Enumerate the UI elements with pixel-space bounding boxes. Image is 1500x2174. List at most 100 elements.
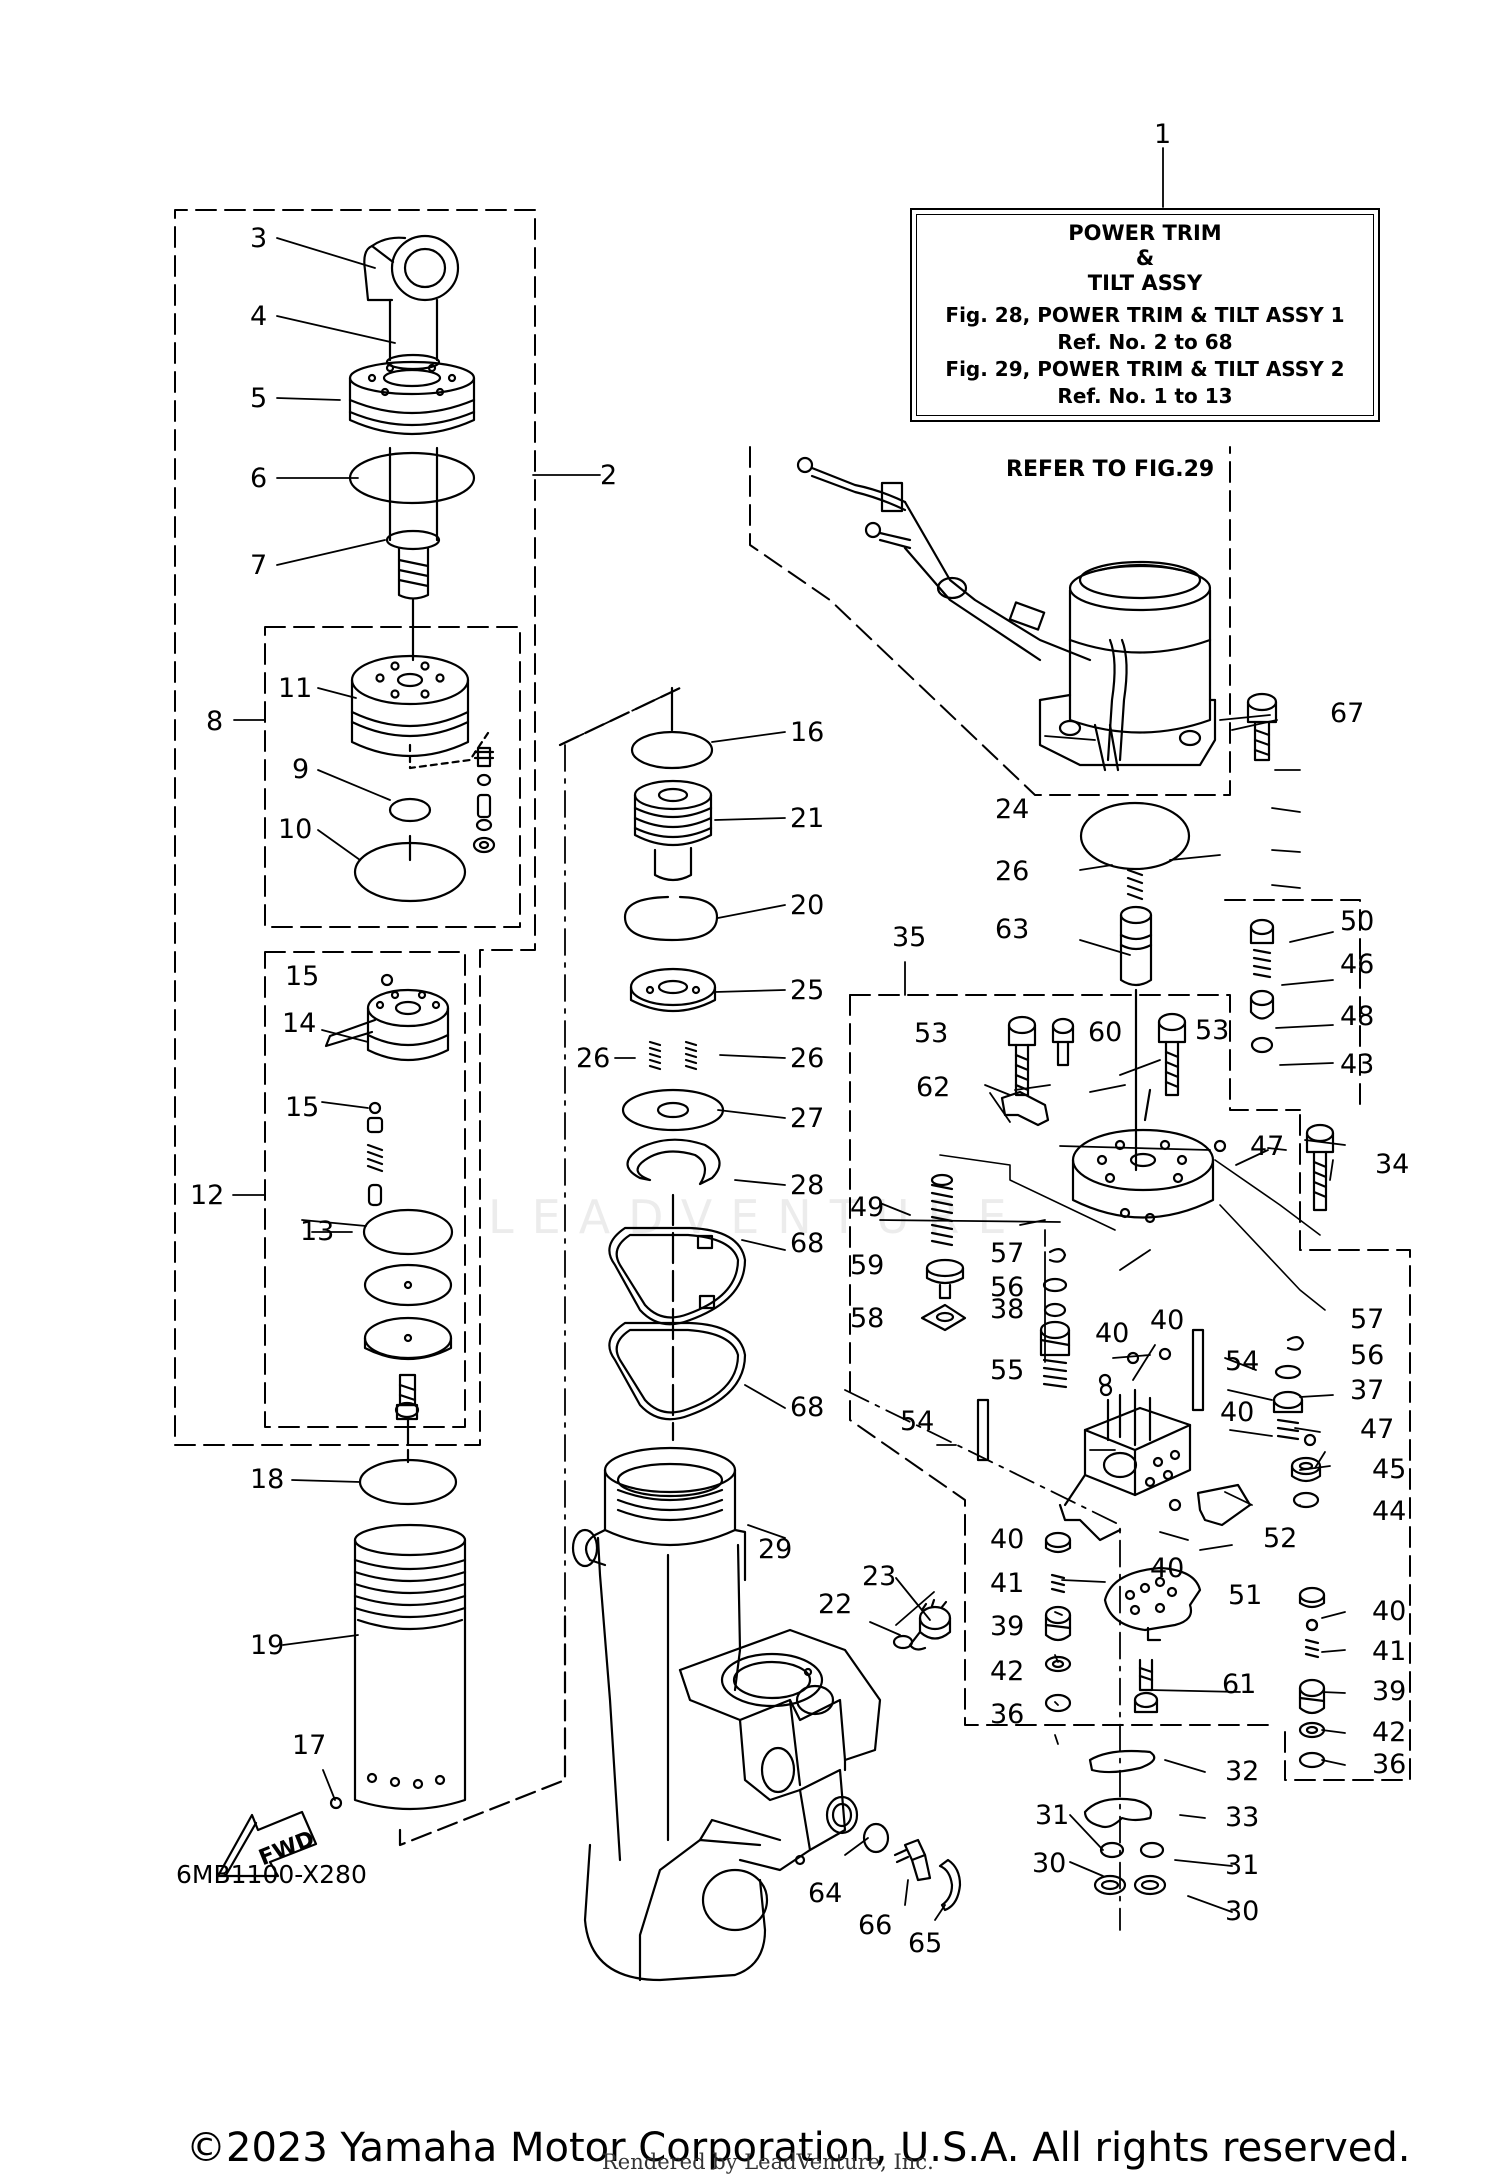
callout-26a: 26 (576, 1043, 610, 1074)
callout-56b: 56 (1350, 1340, 1384, 1371)
fig-line-2: Ref. No. 2 to 68 (1057, 330, 1233, 354)
part-16-oring (630, 730, 714, 770)
part-30-seals (1093, 1874, 1167, 1896)
callout-30a: 30 (1032, 1848, 1066, 1879)
part-57-clip (1048, 1248, 1067, 1263)
callout-25: 25 (790, 975, 824, 1006)
part-66-plug (893, 1838, 932, 1882)
part-19-cylinder (353, 1523, 467, 1811)
refer-to-fig-label: REFER TO FIG.29 (1006, 457, 1215, 482)
callout-27: 27 (790, 1103, 824, 1134)
callout-28: 28 (790, 1170, 824, 1201)
callout-13: 13 (300, 1216, 334, 1247)
callout-39b: 39 (1372, 1676, 1406, 1707)
assembly-info-box: POWER TRIM & TILT ASSY Fig. 28, POWER TR… (910, 208, 1380, 422)
part-54-pin-right (1191, 1328, 1205, 1412)
group-12-disc-1 (363, 1263, 453, 1307)
callout-54a: 54 (1225, 1346, 1259, 1377)
part-4-rod (385, 298, 441, 371)
part-11-piston (350, 654, 492, 770)
part-24-oring (1079, 801, 1191, 871)
callout-20: 20 (790, 890, 824, 921)
group-8-box (264, 626, 521, 928)
assembly-title-line-3: TILT ASSY (1087, 271, 1203, 295)
callout-66: 66 (858, 1910, 892, 1941)
motor-group-box (749, 446, 1231, 796)
part-25-seat (629, 967, 717, 1013)
callout-30b: 30 (1225, 1896, 1259, 1927)
callout-34: 34 (1375, 1149, 1409, 1180)
part-3-eye (363, 234, 460, 302)
callout-67: 67 (1330, 698, 1364, 729)
part-34-bolt (1305, 1123, 1335, 1212)
fig-line-4: Ref. No. 1 to 13 (1057, 384, 1233, 408)
part-51-plate (1103, 1566, 1202, 1642)
part-49-spring (930, 1173, 954, 1247)
callout-57a: 57 (990, 1238, 1024, 1269)
callout-11: 11 (278, 673, 312, 704)
group-35-box (849, 994, 1301, 1111)
part-33-gasket (1083, 1797, 1153, 1829)
part-13-oring (362, 1208, 454, 1256)
part-20-snap-ring (623, 895, 719, 942)
right-valve-stack (1272, 1336, 1326, 1769)
part-52-gasket (1196, 1483, 1252, 1527)
part-17-ball (329, 1796, 343, 1810)
fwd-arrow-icon (216, 1810, 318, 1878)
callout-21: 21 (790, 803, 824, 834)
valve-body-lower (1083, 1388, 1192, 1497)
part-55-valve (1039, 1320, 1071, 1389)
callout-22: 22 (818, 1589, 852, 1620)
callout-40d: 40 (990, 1524, 1024, 1555)
callout-23: 23 (862, 1561, 896, 1592)
part-56-washer (1042, 1277, 1068, 1293)
part-67-bolt (1246, 692, 1278, 762)
callout-2: 2 (600, 460, 617, 491)
callout-57b: 57 (1350, 1304, 1384, 1335)
callout-10: 10 (278, 814, 312, 845)
callout-35: 35 (892, 922, 926, 953)
part-63-shuttle (1119, 905, 1153, 987)
part-14-piston-lower (324, 973, 450, 1207)
callout-31a: 31 (1035, 1800, 1069, 1831)
callout-52: 52 (1263, 1523, 1297, 1554)
callout-50: 50 (1340, 906, 1374, 937)
part-61-bolt (1133, 1658, 1159, 1714)
callout-59: 59 (850, 1250, 884, 1281)
callout-40a: 40 (1095, 1318, 1129, 1349)
part-22-oring (892, 1634, 914, 1650)
callout-18: 18 (250, 1464, 284, 1495)
callout-14: 14 (282, 1008, 316, 1039)
part-32-strainer (1088, 1749, 1156, 1774)
callout-65: 65 (908, 1928, 942, 1959)
part-26-spring-upper (1126, 868, 1144, 901)
rendered-by-notice: Rendered by LeadVenture, Inc. (602, 2150, 934, 2174)
part-5-cap (348, 360, 476, 436)
callout-53a: 53 (914, 1018, 948, 1049)
diagram-code: 6MB1100-X280 (176, 1860, 367, 1889)
callout-68b: 68 (790, 1392, 824, 1423)
part-40-ball-b (1305, 1618, 1319, 1632)
callout-36a: 36 (990, 1699, 1024, 1730)
callout-40b: 40 (1150, 1305, 1184, 1336)
part-68-seal (608, 1226, 747, 1421)
part-31-oring-right (1139, 1841, 1165, 1859)
part-7-rod-end (385, 446, 441, 662)
part-50-46-48-stack (1249, 918, 1275, 1054)
part-28-circlip (626, 1138, 721, 1186)
part-59-cap (925, 1258, 965, 1300)
part-60-screw (1051, 1017, 1075, 1067)
callout-4: 4 (250, 301, 267, 332)
part-11-valve-stack (472, 746, 496, 854)
part-47-ball-upper (1213, 1139, 1227, 1153)
callout-37: 37 (1350, 1375, 1384, 1406)
callout-41a: 41 (990, 1568, 1024, 1599)
part-40-ball-d (1168, 1498, 1182, 1512)
fig-line-3: Fig. 29, POWER TRIM & TILT ASSY 2 (945, 357, 1345, 381)
part-26-springs (648, 1040, 698, 1071)
callout-46: 46 (1340, 949, 1374, 980)
callout-53b: 53 (1195, 1015, 1229, 1046)
part-31-oring-left (1099, 1841, 1125, 1859)
callout-51: 51 (1228, 1580, 1262, 1611)
callout-40f: 40 (1372, 1596, 1406, 1627)
